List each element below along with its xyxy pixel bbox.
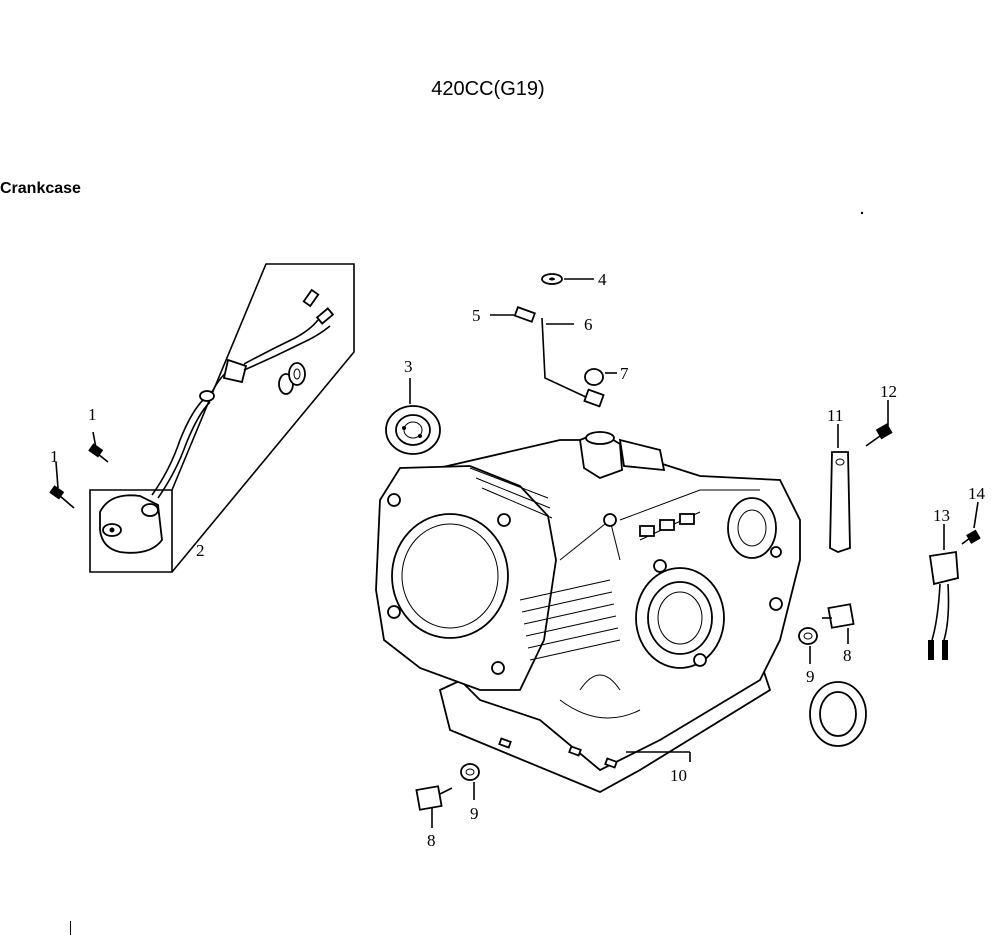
callout-8-lower: 8: [427, 831, 436, 850]
part-7-seal: [584, 368, 617, 386]
callout-8-right: 8: [843, 646, 852, 665]
part-8-drain-plug-lower: [415, 785, 453, 828]
callout-3: 3: [404, 357, 413, 376]
part-9-washer-right: [798, 627, 818, 664]
callout-2: 2: [196, 541, 205, 560]
callout-10: 10: [670, 766, 687, 785]
callout-12: 12: [880, 382, 897, 401]
part-13-oil-alert-unit: [928, 524, 959, 660]
part-1-bolt-upper: [88, 431, 109, 463]
callout-5: 5: [472, 306, 481, 325]
callout-7: 7: [620, 364, 629, 383]
page-edge-mark: [70, 921, 71, 935]
part-14-screw: [961, 501, 981, 545]
callout-14: 14: [968, 484, 986, 503]
callout-6: 6: [584, 315, 593, 334]
part-6-governor-shaft: [541, 317, 605, 408]
callout-4: 4: [598, 270, 607, 289]
callout-13: 13: [933, 506, 950, 525]
part-9-washer-lower: [460, 763, 480, 800]
oil-seal: [809, 681, 867, 747]
part-8-drain-plug-right: [822, 603, 855, 644]
callout-11: 11: [827, 406, 843, 425]
part-4-washer: [541, 273, 594, 285]
section-title: Crankcase: [0, 180, 81, 197]
part-5-pin: [490, 306, 536, 323]
model-title: 420CC(G19): [431, 78, 545, 100]
part-3-bearing: [385, 378, 441, 455]
part-1-bolt-lower: [49, 461, 75, 509]
callout-1-lower: 1: [50, 447, 59, 466]
callout-9-lower: 9: [470, 804, 479, 823]
callout-9-right: 9: [806, 667, 815, 686]
part-11-oil-level-gauge: [829, 424, 851, 553]
part-12-bolt: [865, 400, 893, 447]
part-10-crankcase: [375, 430, 801, 793]
callout-1-upper: 1: [88, 405, 97, 424]
part-2-oil-sensor-assembly: [89, 263, 355, 573]
